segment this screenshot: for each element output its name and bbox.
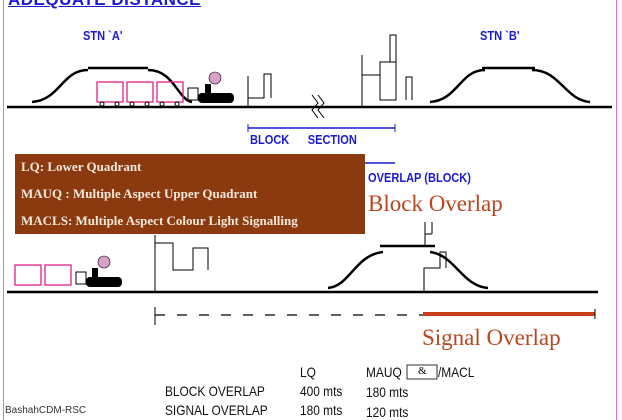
signal-overlap-caption: Signal Overlap xyxy=(422,325,561,350)
station-a-platform xyxy=(31,66,193,104)
header-amp: & xyxy=(418,365,427,377)
legend-item: MACLS: Multiple Aspect Colour Light Sign… xyxy=(21,213,298,228)
row-lq: 400 mts xyxy=(300,383,343,399)
train-top xyxy=(96,71,234,107)
credit: BashahCDM-RSC xyxy=(5,405,87,416)
station-b-platform xyxy=(429,66,591,104)
station-b-platform-bottom xyxy=(327,244,489,290)
station-a-label: STN `A' xyxy=(83,28,123,43)
slide-title: ADEQUATE DISTANCE xyxy=(8,0,201,10)
block-overlap-caption: Block Overlap xyxy=(368,191,503,216)
legend-box: LQ: Lower Quadrant MAUQ : Multiple Aspec… xyxy=(15,154,365,234)
track-break xyxy=(311,94,325,119)
signal-home-top xyxy=(361,34,413,107)
amp-box xyxy=(406,364,438,380)
row-label: BLOCK OVERLAP xyxy=(165,383,265,399)
header-lq: LQ xyxy=(300,364,316,380)
row-mauq: 120 mts xyxy=(366,404,409,420)
signal-lq-top xyxy=(247,73,272,107)
signal-bottom xyxy=(154,222,447,292)
row-lq: 180 mts xyxy=(300,402,343,418)
block-section-label: BLOCK SECTION xyxy=(250,132,357,147)
header-mauq: MAUQ xyxy=(366,364,402,380)
row-mauq: 180 mts xyxy=(366,384,409,400)
row-label: SIGNAL OVERLAP xyxy=(165,402,268,418)
header-macl: /MACL xyxy=(438,364,475,380)
train-bottom xyxy=(14,255,122,287)
legend-item: MAUQ : Multiple Aspect Upper Quadrant xyxy=(21,186,258,201)
station-b-label: STN `B' xyxy=(480,28,520,43)
slide-border xyxy=(3,0,617,420)
legend-item: LQ: Lower Quadrant xyxy=(21,159,142,174)
overlap-block-label: OVERLAP (BLOCK) xyxy=(368,170,471,185)
